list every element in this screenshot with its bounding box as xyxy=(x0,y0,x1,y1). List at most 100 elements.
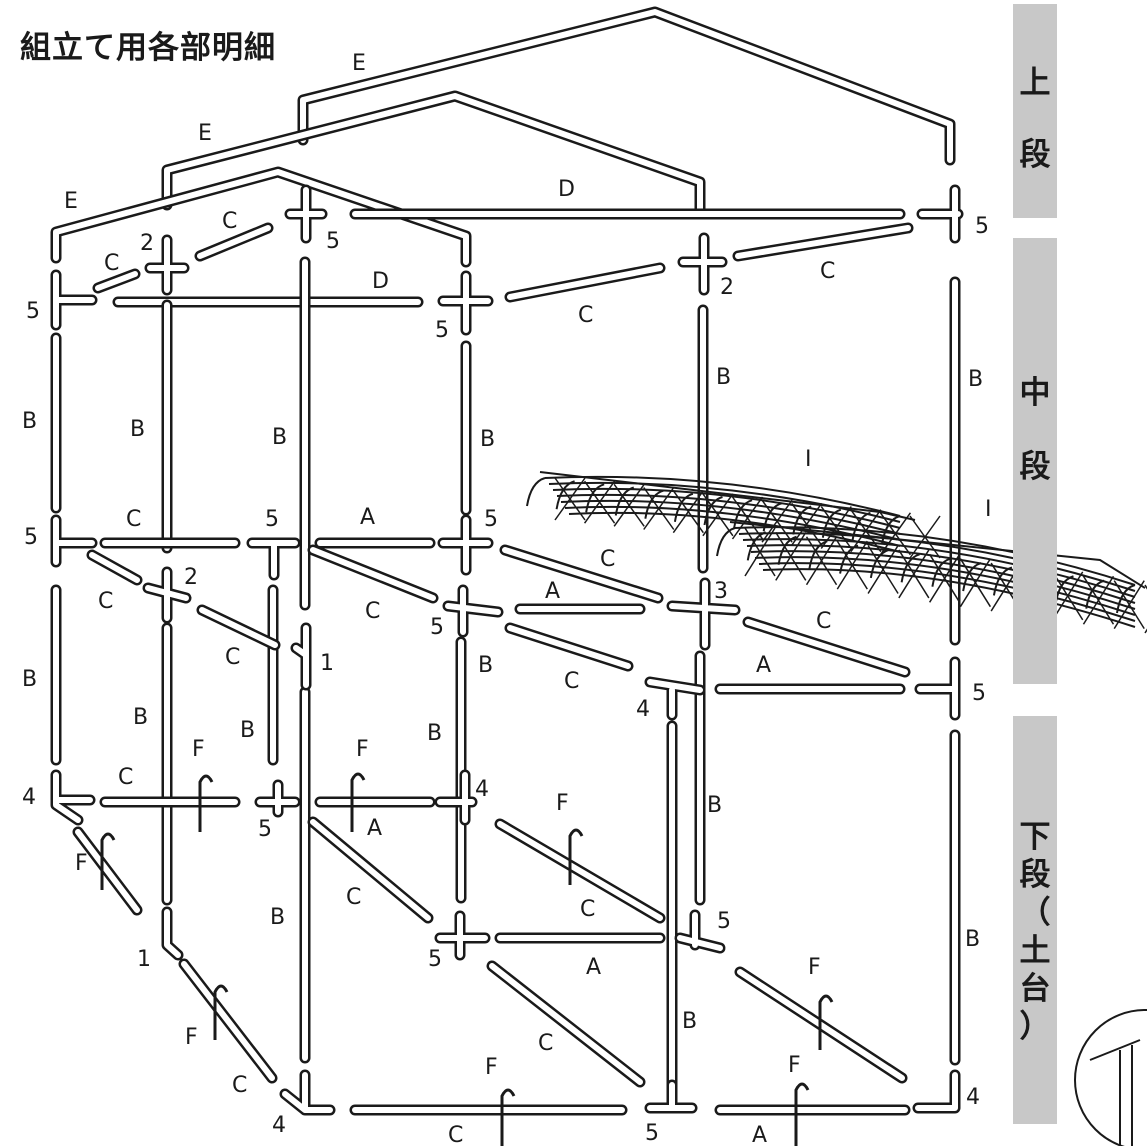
tube-inner xyxy=(917,659,958,718)
net-strand xyxy=(754,556,1136,616)
net-strand xyxy=(867,545,899,594)
label-c: C xyxy=(98,589,113,614)
tube-inner xyxy=(647,679,703,718)
tube-inner xyxy=(440,273,491,333)
tube-inner xyxy=(53,772,93,823)
tube-inner xyxy=(199,607,278,648)
net-strand xyxy=(808,540,828,570)
label-c: C xyxy=(564,669,579,694)
tier-char: 段 xyxy=(1019,137,1051,173)
label-j5: 5 xyxy=(645,1121,659,1146)
label-j2: 2 xyxy=(140,231,154,256)
net-strand xyxy=(1082,575,1115,625)
hook-f xyxy=(568,828,584,885)
tier-middle: 中 段 xyxy=(1013,238,1057,684)
net-strand xyxy=(613,483,645,527)
tube-inner xyxy=(89,552,140,583)
hook-f xyxy=(818,994,834,1050)
label-j5: 5 xyxy=(26,299,40,324)
tier-char: 台 xyxy=(1019,971,1051,1007)
net-strand xyxy=(1052,571,1084,621)
label-c: C xyxy=(600,547,615,572)
label-j5: 5 xyxy=(265,507,279,532)
label-c: C xyxy=(346,885,361,910)
label-e: E xyxy=(198,121,212,146)
net-strand xyxy=(869,548,890,579)
net-strand xyxy=(777,535,797,565)
net-strand xyxy=(548,481,901,523)
net-strand xyxy=(962,562,982,592)
tube-inner xyxy=(257,782,298,815)
tube-inner xyxy=(647,1082,695,1111)
label-c: C xyxy=(222,209,237,234)
net-strand xyxy=(585,483,605,513)
net-strand xyxy=(583,480,616,524)
net-strand xyxy=(931,557,951,587)
net-strand xyxy=(851,511,871,541)
tube-inner xyxy=(310,819,431,921)
net-strand xyxy=(792,505,812,535)
hook-f xyxy=(198,774,214,832)
label-j5: 5 xyxy=(24,525,38,550)
label-j3: 3 xyxy=(714,579,728,604)
joints xyxy=(50,184,964,1116)
tube-inner xyxy=(507,265,663,300)
net-strand xyxy=(761,499,793,543)
label-c: C xyxy=(580,897,595,922)
label-b: B xyxy=(682,1009,697,1034)
net-strand xyxy=(959,558,992,608)
tube-inner xyxy=(440,517,491,573)
net-strand xyxy=(762,568,1136,628)
net-strand xyxy=(839,544,859,574)
label-c: C xyxy=(104,251,119,276)
joint-tee xyxy=(912,1069,961,1114)
label-b: B xyxy=(478,653,493,678)
label-e: E xyxy=(352,51,366,76)
net-strand xyxy=(1085,579,1105,609)
net-strand xyxy=(672,490,704,534)
tube-inner xyxy=(919,187,961,241)
label-b: B xyxy=(968,367,983,392)
hook-f xyxy=(500,1088,516,1146)
label-d: D xyxy=(372,269,389,294)
label-c: C xyxy=(820,259,835,284)
net-strand xyxy=(836,540,868,590)
label-j5: 5 xyxy=(435,318,449,343)
net-strand xyxy=(702,493,734,537)
label-j4: 4 xyxy=(475,777,489,802)
tube-inner xyxy=(437,913,488,958)
label-f: F xyxy=(808,955,821,980)
tube-inner xyxy=(53,517,95,565)
top-beams xyxy=(92,208,914,308)
tube-inner xyxy=(502,547,661,601)
label-j5: 5 xyxy=(258,817,272,842)
label-a: A xyxy=(756,653,771,678)
tube-inner xyxy=(95,271,138,291)
label-j5: 5 xyxy=(430,615,444,640)
tube-inner xyxy=(181,961,275,1081)
label-f: F xyxy=(75,851,88,876)
tier-char: 土 xyxy=(1019,933,1051,969)
tube-inner xyxy=(249,540,298,578)
tube-inner xyxy=(677,912,723,951)
tube-inner xyxy=(164,909,181,958)
tube-inner xyxy=(735,225,911,259)
label-j5: 5 xyxy=(484,507,498,532)
net-strand xyxy=(742,538,1136,598)
label-b: B xyxy=(130,417,145,442)
label-c: C xyxy=(225,645,240,670)
net-strand xyxy=(992,566,1013,596)
label-f: F xyxy=(192,737,205,762)
label-j1: 1 xyxy=(137,947,151,972)
label-j5: 5 xyxy=(975,214,989,239)
label-c: C xyxy=(126,507,141,532)
label-a: A xyxy=(545,579,560,604)
net-strand xyxy=(744,527,776,577)
label-c: C xyxy=(578,303,593,328)
net-strand xyxy=(928,553,961,603)
label-b: B xyxy=(965,927,980,952)
tube-inner xyxy=(293,625,309,688)
tier-lower: 下 段 （ 土 台 ） xyxy=(1013,716,1057,1124)
net-strand xyxy=(614,486,635,516)
